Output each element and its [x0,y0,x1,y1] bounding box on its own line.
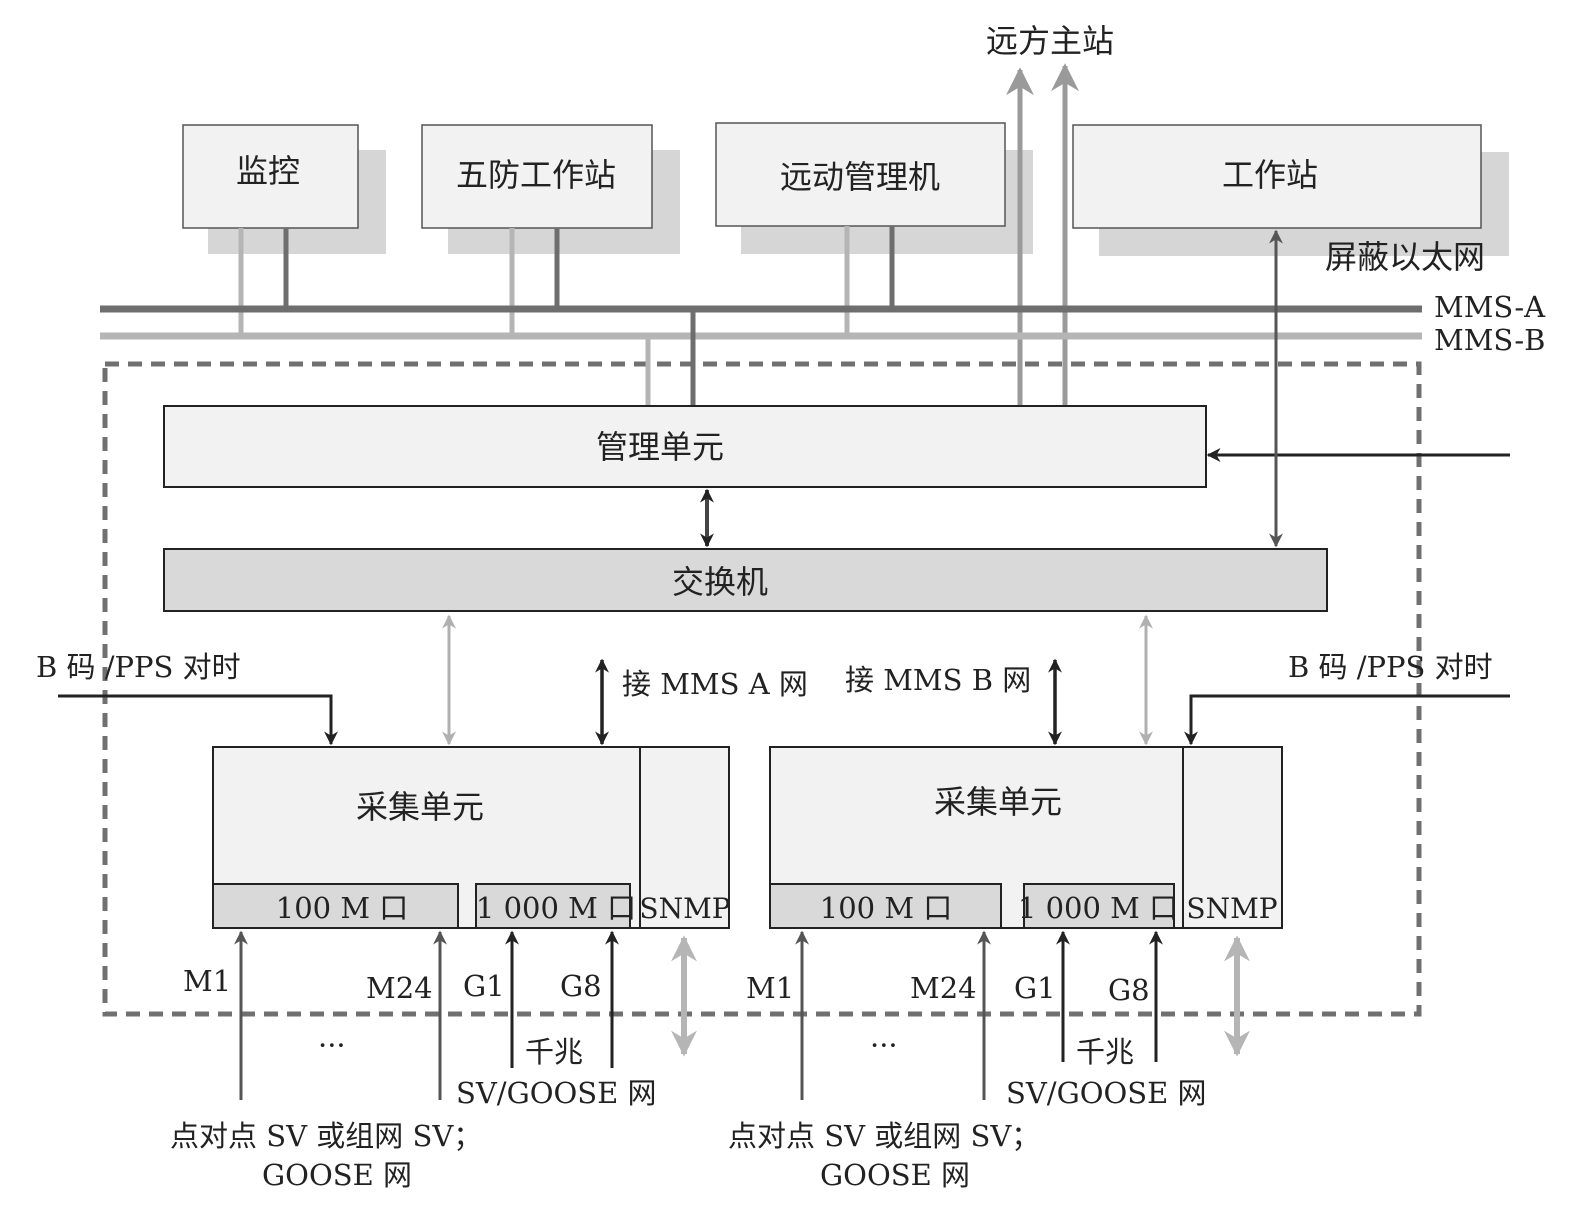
five-prevention-label: 五防工作站 [456,156,616,194]
device-telecontrol-manager: 远动管理机 [715,122,1033,254]
right-port-100m [769,883,1002,929]
system-boundary [102,361,1422,1017]
left-sv-goose-label: SV/GOOSE 网 [456,1076,657,1110]
left-ellipsis: ··· [318,1028,346,1062]
shielded-ethernet-label: 屏蔽以太网 [1325,238,1485,276]
right-sv-goose-label: SV/GOOSE 网 [1006,1076,1207,1110]
right-snmp-label: SNMP [1186,892,1277,925]
right-unit-inputs: M1 M24 G1 G8 ··· 千兆 SV/GOOSE 网 点对点 SV 或组… [728,930,1250,1192]
right-port-1000m [1023,883,1175,929]
mms-b-label: MMS-B [1434,323,1545,357]
remote-master-links: 远方主站 [986,22,1114,406]
mms-a-bus: MMS-A [100,290,1546,324]
right-gigabit-label: 千兆 [1076,1035,1134,1069]
time-sync-right-label: B 码 /PPS 对时 [1288,650,1493,684]
right-acquisition-unit: 采集单元 100 M 口 1 000 M 口 SNMP [769,746,1283,929]
monitor-label: 监控 [236,152,300,190]
left-m24-label: M24 [366,971,433,1005]
right-port-1000m-label: 1 000 M 口 [1018,891,1178,925]
right-port-100m-label: 100 M 口 [820,891,952,925]
workstation-label: 工作站 [1222,156,1318,194]
left-port-1000m-label: 1 000 M 口 [476,891,636,925]
right-goose-label: GOOSE 网 [820,1158,970,1192]
switch: 交换机 [163,548,1328,612]
time-sync-right: B 码 /PPS 对时 [1184,650,1510,746]
left-g8-label: G8 [560,969,602,1003]
left-g1-label: G1 [463,969,505,1003]
left-port-1000m [475,883,631,929]
connect-mms-b-label: 接 MMS B 网 [845,663,1031,697]
device-monitor: 监控 [182,124,386,254]
right-m1-label: M1 [746,971,794,1005]
right-m24-label: M24 [910,971,977,1005]
device-five-prevention-workstation: 五防工作站 [421,124,680,254]
left-snmp-label: SNMP [639,892,730,925]
left-goose-label: GOOSE 网 [262,1158,412,1192]
device-bus-drops [238,226,895,336]
left-port-100m-label: 100 M 口 [276,891,408,925]
connect-mms-a-label: 接 MMS A 网 [622,667,808,701]
management-unit: 管理单元 [163,405,1207,488]
mms-a-label: MMS-A [1434,290,1546,324]
left-m1-label: M1 [183,964,231,998]
connect-mms-a: 接 MMS A 网 [595,658,808,746]
right-snmp-module [1182,746,1283,929]
mms-b-bus: MMS-B [100,323,1545,357]
device-workstation: 工作站 [1072,124,1509,256]
time-sync-left-label: B 码 /PPS 对时 [36,650,241,684]
telecontrol-label: 远动管理机 [780,158,940,196]
right-g1-label: G1 [1014,971,1056,1005]
left-p2p-sv-label: 点对点 SV 或组网 SV； [170,1119,482,1153]
switch-label: 交换机 [672,563,768,601]
management-unit-label: 管理单元 [596,428,724,466]
management-bus-links [645,309,696,406]
right-g8-label: G8 [1108,973,1150,1007]
left-unit-title: 采集单元 [356,788,484,826]
right-p2p-sv-label: 点对点 SV 或组网 SV； [728,1119,1040,1153]
left-port-100m [212,883,459,929]
left-snmp-module [639,746,730,929]
left-gigabit-label: 千兆 [525,1035,583,1069]
remote-master-label: 远方主站 [986,22,1114,60]
right-unit-title: 采集单元 [934,783,1062,821]
right-ellipsis: ··· [870,1028,898,1062]
time-sync-left: B 码 /PPS 对时 [36,650,338,746]
left-acquisition-unit: 采集单元 100 M 口 1 000 M 口 SNMP [212,746,731,929]
left-unit-inputs: M1 M24 G1 G8 ··· 千兆 SV/GOOSE 网 点对点 SV 或组… [170,930,697,1192]
connect-mms-b: 接 MMS B 网 [845,658,1062,746]
